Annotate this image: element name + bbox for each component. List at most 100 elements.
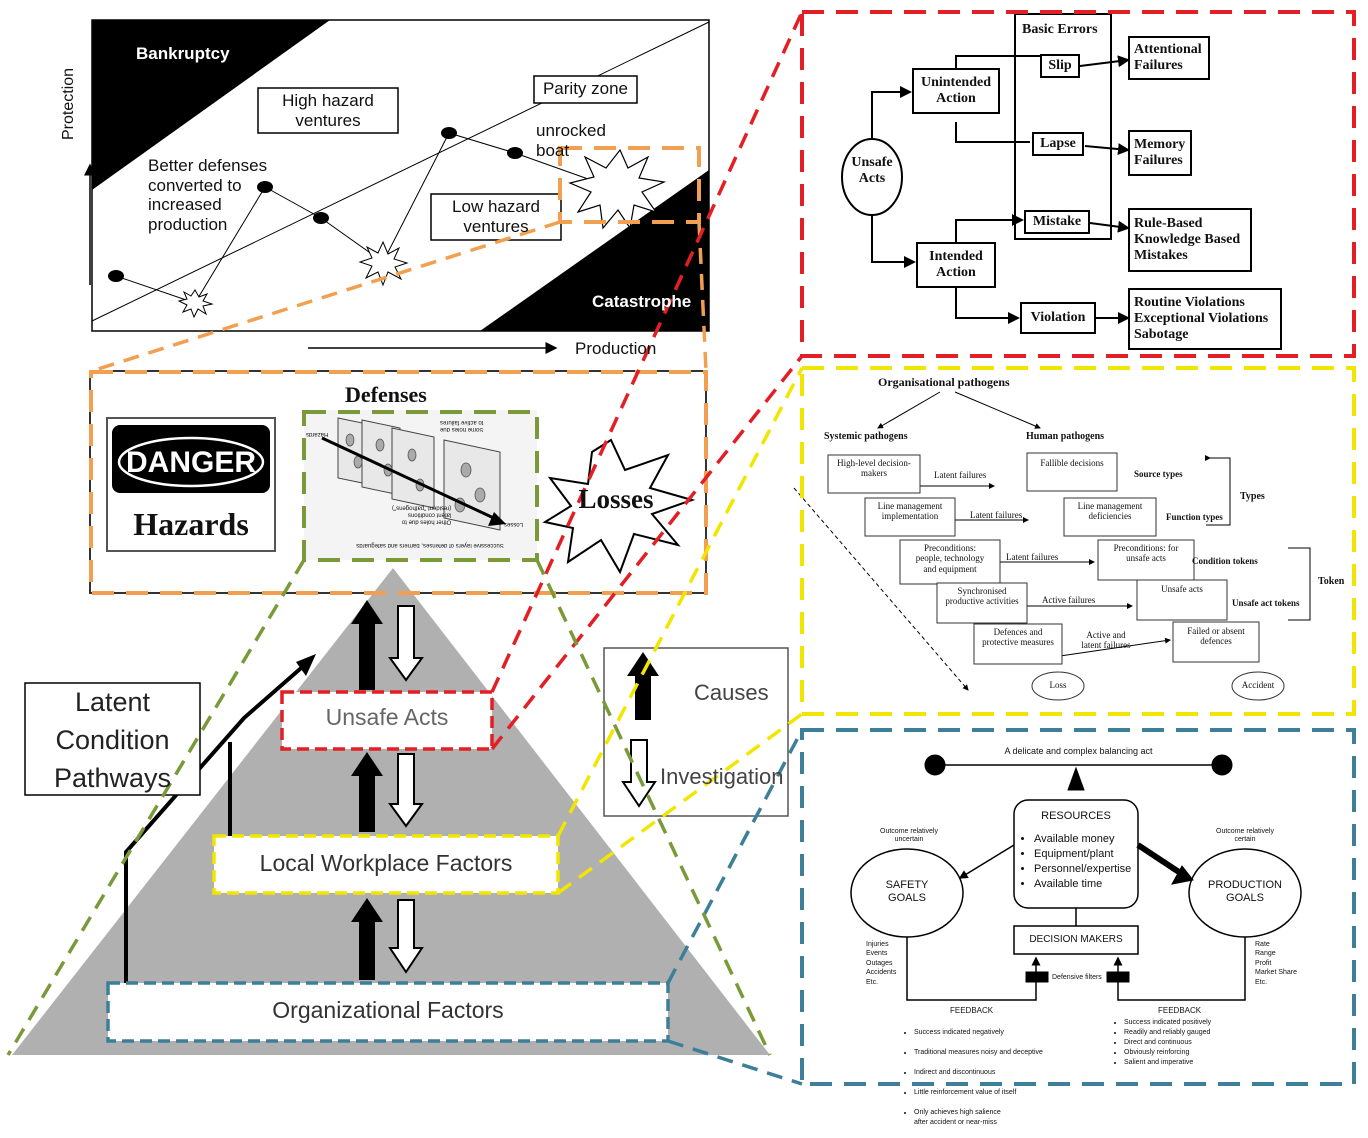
pathogen-link-1: Latent failures	[934, 470, 987, 480]
feedback-item: Readily and reliably gauged	[1124, 1028, 1211, 1038]
violation-node: Violation	[1020, 302, 1096, 334]
pathogen-link-3: Latent failures	[1006, 552, 1059, 562]
pathogen-link-4: Active failures	[1042, 595, 1096, 605]
resources-list: Available money Equipment/plant Personne…	[1022, 832, 1131, 892]
pathogen-right-box-2: Line management deficiencies	[1077, 501, 1143, 522]
resource-item: Equipment/plant	[1034, 847, 1131, 862]
pathogen-left-box-3: Preconditions: people, technology and eq…	[915, 543, 985, 574]
pathogen-left-box-5: Defences and protective measures	[982, 627, 1054, 648]
low-hazard-label: Low hazard ventures	[452, 197, 540, 236]
outcome-certain-label: Outcome relatively certain	[1216, 828, 1274, 844]
organizational-layer: Organizational Factors	[272, 997, 504, 1023]
pathogen-link-2: Latent failures	[970, 510, 1023, 520]
lapse-node: Lapse	[1032, 132, 1084, 156]
pathogens-boxes-left	[827, 454, 1063, 665]
resource-item: Personnel/expertise	[1034, 862, 1131, 877]
cheese-hazards-label: Hazards	[306, 430, 329, 437]
feedback-item: Traditional measures noisy and deceptive	[914, 1048, 1043, 1058]
unsafe-acts-layer: Unsafe Acts	[325, 704, 449, 730]
cheese-caption: Successive layers of defenses, barriers …	[356, 541, 504, 548]
decision-makers-node: DECISION MAKERS	[1029, 934, 1123, 945]
unintended-action-node: Unintended Action	[912, 68, 1000, 114]
bankruptcy-label: Bankruptcy	[136, 44, 230, 63]
cheese-active-label: Some holes due to active failures	[440, 418, 484, 432]
local-workplace-layer: Local Workplace Factors	[259, 850, 513, 876]
outcome-uncertain-label: Outcome relatively uncertain	[880, 828, 938, 844]
cheese-latent-label: Other holes due to latent conditions (re…	[392, 504, 452, 525]
small-burst-2	[358, 240, 409, 287]
condition-tokens-label: Condition tokens	[1192, 556, 1258, 566]
parity-zone-label: Parity zone	[542, 79, 629, 98]
pathogen-right-box-5: Failed or absent defences	[1187, 626, 1245, 647]
feedback-right-label: FEEDBACK	[1158, 1006, 1202, 1015]
attentional-failures-node: Attentional Failures	[1128, 36, 1210, 80]
small-burst-1	[177, 289, 214, 319]
hazard-chart	[84, 19, 710, 354]
accident-node: Accident	[1241, 680, 1275, 690]
legend-investigation: Investigation	[660, 764, 784, 789]
production-goals-node: PRODUCTION GOALS	[1208, 879, 1282, 904]
pathogens-arrows	[793, 391, 1311, 691]
pyramid-arrows	[351, 600, 424, 980]
diagram-canvas	[6, 10, 1356, 1086]
large-burst	[568, 148, 667, 230]
pathogen-left-box-1: High-level decision- makers	[837, 458, 911, 479]
unsafe-acts-diagram	[841, 13, 1130, 324]
losses-burst	[542, 438, 696, 575]
balancing-title: A delicate and complex balancing act	[1004, 746, 1153, 756]
feedback-item: Indirect and discontinuous	[914, 1068, 1043, 1078]
loss-node: Loss	[1049, 680, 1067, 690]
feedback-item: Obviously reinforcing	[1124, 1048, 1211, 1058]
pathogen-link-5: Active and latent failures	[1081, 630, 1131, 651]
hazards-label: Hazards	[133, 506, 249, 542]
danger-label: DANGER	[125, 446, 256, 479]
cheese-losses-label: Losses	[504, 520, 524, 527]
feedback-left-label: FEEDBACK	[950, 1006, 994, 1015]
resource-item: Available time	[1034, 877, 1131, 892]
defensive-filters-label: Defensive filters	[1052, 974, 1102, 981]
unsafe-act-tokens-label: Unsafe act tokens	[1232, 598, 1300, 608]
trajectory-line	[115, 132, 606, 304]
resource-item: Available money	[1034, 832, 1131, 847]
parity-line	[91, 21, 710, 322]
feedback-item: Direct and continuous	[1124, 1038, 1211, 1048]
pathogen-left-box-4: Synchronised productive activities	[945, 586, 1019, 607]
pathogens-title: Organisational pathogens	[878, 375, 1010, 389]
pathogen-right-box-1: Fallible decisions	[1040, 458, 1104, 468]
latent-pathways-label: Latent Condition Pathways	[53, 687, 172, 793]
source-types-label: Source types	[1134, 469, 1183, 479]
resources-label: RESOURCES	[1041, 810, 1111, 822]
rule-knowledge-mistakes-node: Rule-Based Knowledge Based Mistakes	[1128, 208, 1252, 272]
unsafe-acts-node: Unsafe Acts	[851, 155, 893, 187]
losses-label: Losses	[578, 484, 654, 514]
balancing-diagram	[850, 754, 1302, 1001]
production-axis-label: Production	[575, 339, 657, 358]
defenses-title: Defenses	[345, 382, 427, 407]
slip-node: Slip	[1040, 54, 1080, 78]
pathogens-boxes-right	[1026, 452, 1260, 663]
pathogen-right-box-4: Unsafe acts	[1161, 584, 1203, 594]
systemic-pathogens-label: Systemic pathogens	[824, 431, 908, 442]
catastrophe-label: Catastrophe	[592, 292, 692, 311]
production-outcomes-list: Rate Range Profit Market Share Etc.	[1255, 941, 1298, 986]
pyramid	[12, 568, 770, 1055]
trajectory-points	[108, 127, 523, 282]
feedback-item: Success indicated positively	[1124, 1018, 1211, 1028]
tokens-label: Token	[1318, 576, 1345, 587]
high-hazard-label: High hazard ventures	[282, 91, 374, 130]
feedback-left-list: Success indicated negatively Traditional…	[908, 1018, 1043, 1138]
pathogen-left-box-2: Line management implementation	[877, 501, 943, 522]
feedback-right-list: Success indicated positively Readily and…	[1118, 1018, 1211, 1068]
protection-axis-label: Protection	[60, 67, 77, 140]
intended-action-node: Intended Action	[916, 242, 996, 288]
unrocked-boat-label: unrocked boat	[536, 121, 606, 160]
pathogen-right-box-3: Preconditions: for unsafe acts	[1113, 543, 1179, 564]
function-types-label: Function types	[1166, 512, 1223, 522]
feedback-item: Salient and imperative	[1124, 1058, 1211, 1068]
legend-causes: Causes	[694, 680, 769, 705]
human-pathogens-label: Human pathogens	[1026, 431, 1105, 442]
feedback-item: Only achieves high salience after accide…	[914, 1108, 1043, 1128]
dashed-connectors	[6, 11, 804, 1086]
dashed-frames	[89, 10, 1356, 1086]
memory-failures-node: Memory Failures	[1128, 130, 1192, 176]
